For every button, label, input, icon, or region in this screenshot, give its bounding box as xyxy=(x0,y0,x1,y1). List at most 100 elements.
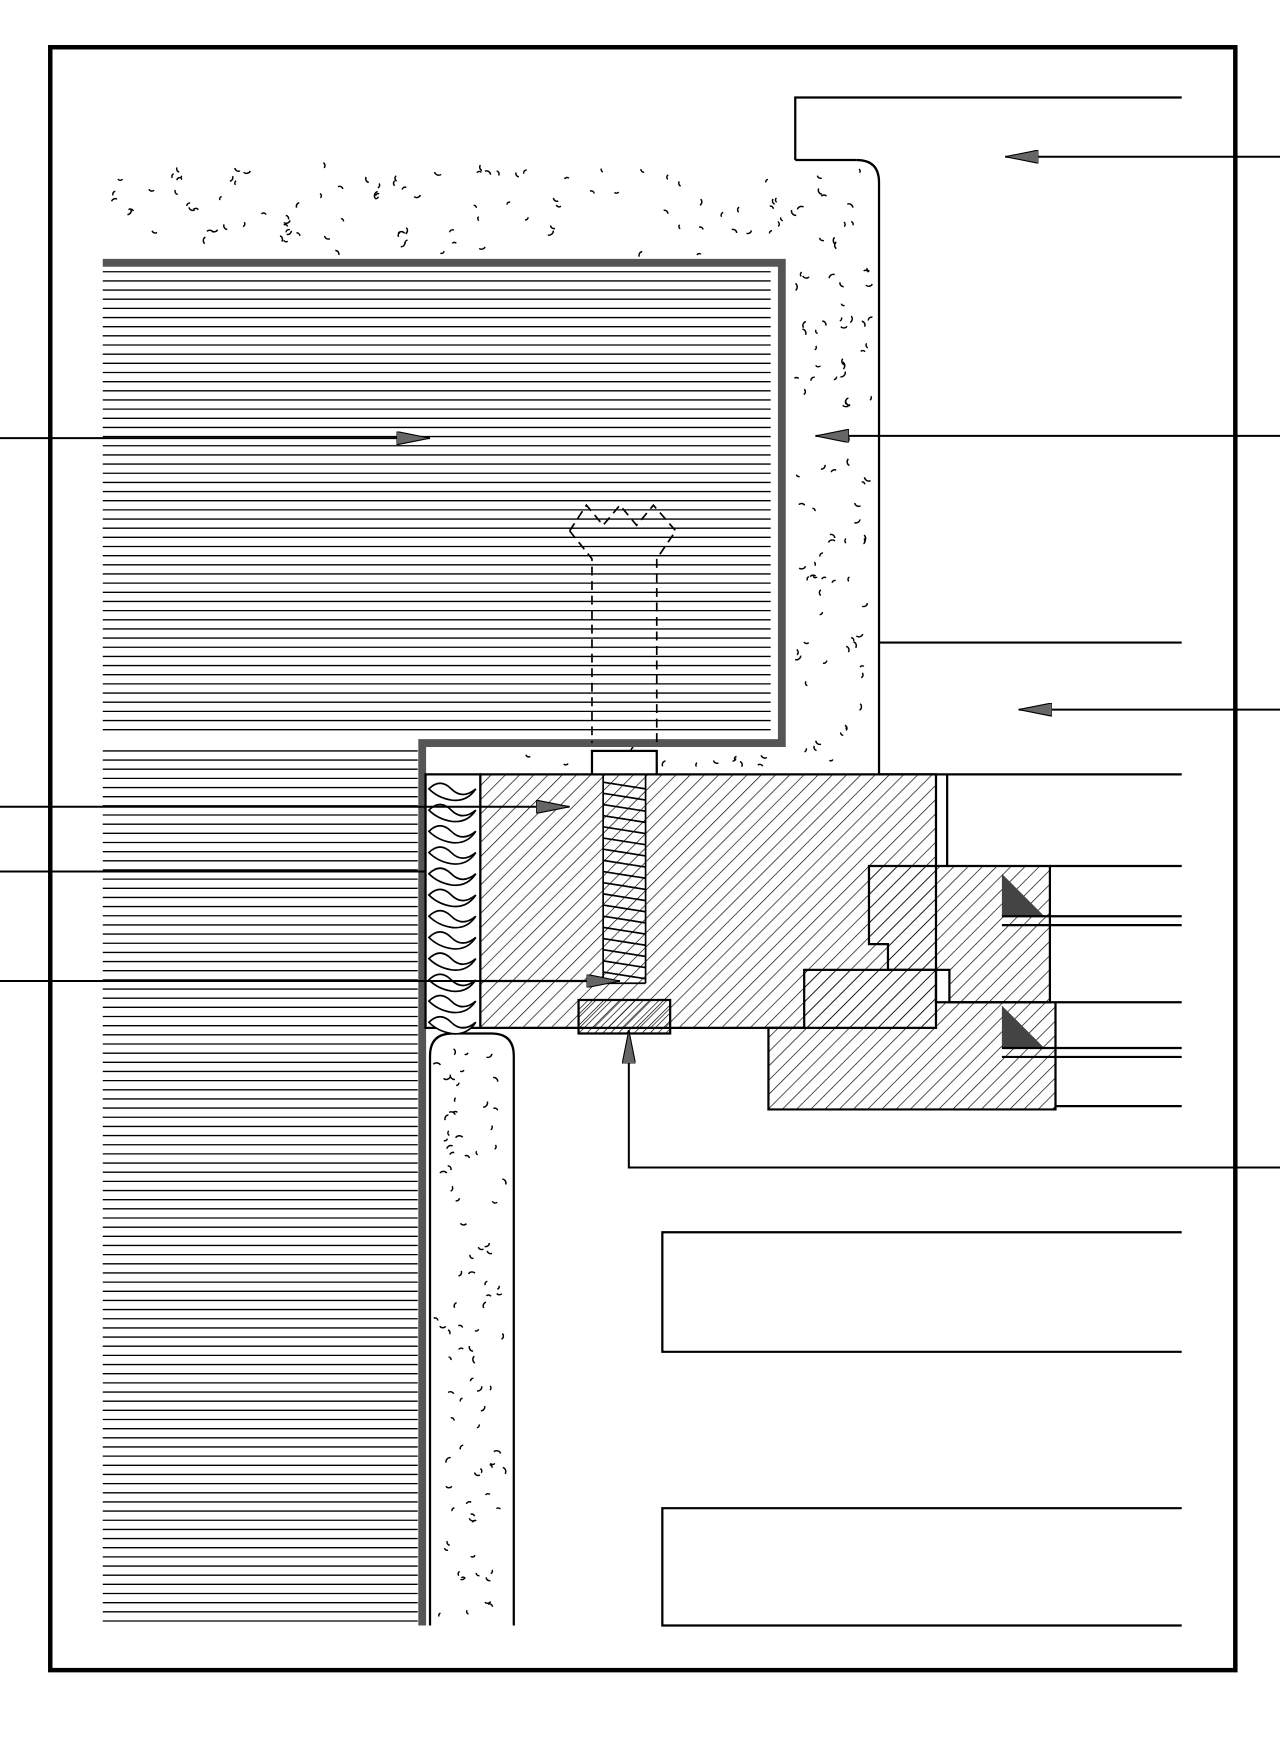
foam-speck xyxy=(493,1076,499,1082)
foam-speck xyxy=(822,660,828,664)
foam-speck xyxy=(844,397,849,405)
foam-speck xyxy=(496,1292,503,1296)
foam-speck xyxy=(860,672,864,679)
foam-speck xyxy=(476,1424,480,1429)
foam-speck xyxy=(833,376,838,381)
foam-speck xyxy=(736,206,740,213)
foam-speck xyxy=(796,205,804,210)
sealant-bulbs xyxy=(427,782,477,1035)
foam-speck xyxy=(846,203,854,208)
foam-speck xyxy=(477,1246,484,1251)
foam-speck xyxy=(859,703,863,711)
foam-speck xyxy=(478,246,486,250)
foam-speck xyxy=(479,1468,483,1474)
foam-speck xyxy=(475,1572,480,1577)
foam-speck xyxy=(490,1125,493,1131)
foam-speck xyxy=(440,250,445,255)
foam-speck xyxy=(438,1612,441,1617)
foam-speck xyxy=(853,641,857,649)
foam-speck xyxy=(816,175,822,179)
foam-speck xyxy=(453,1301,457,1309)
foam-speck xyxy=(833,241,837,250)
foam-speck xyxy=(337,185,344,190)
foam-texture xyxy=(110,162,873,775)
foam-speck xyxy=(794,282,798,291)
foam-speck xyxy=(799,271,803,277)
foam-speck xyxy=(760,754,768,759)
foam-speck xyxy=(806,575,810,581)
foam-speck xyxy=(482,1301,487,1309)
lower-profile-1 xyxy=(661,1231,1182,1353)
sealant-bulb xyxy=(427,888,477,908)
foam-speck xyxy=(319,192,323,199)
foam-speck xyxy=(502,1466,507,1475)
foam-speck xyxy=(433,171,442,176)
foam-speck xyxy=(698,226,704,230)
foam-speck xyxy=(484,1242,491,1248)
foam-speck xyxy=(456,1082,460,1087)
foam-speck xyxy=(842,361,846,370)
foam-speck xyxy=(802,320,807,329)
foam-speck xyxy=(867,316,873,321)
foam-speck xyxy=(445,1485,453,1489)
foam-speck xyxy=(459,1222,467,1226)
foam-speck xyxy=(863,477,871,482)
anchor-plate xyxy=(577,998,672,1035)
foam-speck xyxy=(457,1324,464,1328)
foam-speck xyxy=(497,1285,500,1290)
foam-speck xyxy=(733,755,737,760)
screw-thread xyxy=(603,792,646,801)
foam-speck xyxy=(448,229,455,233)
foam-speck xyxy=(211,229,219,233)
foam-speck xyxy=(814,345,818,351)
foam-speck xyxy=(827,539,836,543)
foam-speck xyxy=(739,760,743,768)
foam-speck xyxy=(850,636,855,642)
foam-speck xyxy=(839,732,844,736)
foam-speck xyxy=(373,190,379,199)
foam-speck xyxy=(863,534,867,543)
foam-speck xyxy=(473,1472,481,1477)
screw-thread xyxy=(603,915,646,924)
foam-speck xyxy=(842,403,851,408)
foam-speck xyxy=(661,760,666,767)
foam-speck xyxy=(844,538,847,544)
foam-speck xyxy=(188,207,196,212)
foam-speck xyxy=(525,754,531,758)
foam-speck xyxy=(392,180,396,187)
foam-speck xyxy=(482,1101,489,1108)
foam-speck xyxy=(460,1576,466,1579)
foam-speck xyxy=(847,576,850,582)
sealant-bulb xyxy=(427,909,477,929)
foam-layer-lower xyxy=(428,1032,515,1626)
foam-speck xyxy=(478,164,483,172)
glass-lines xyxy=(794,96,1182,1108)
foam-speck xyxy=(480,1405,486,1412)
foam-speck xyxy=(506,201,511,205)
screw-thread xyxy=(603,971,646,980)
foam-speck xyxy=(802,275,810,279)
sealant-bulb xyxy=(427,846,477,865)
foam-speck xyxy=(515,172,520,178)
foam-speck xyxy=(485,1294,492,1297)
foam-speck xyxy=(818,589,822,597)
foam-speck xyxy=(757,763,764,767)
foam-speck xyxy=(815,364,821,368)
foam-speck xyxy=(779,217,784,222)
foam-speck xyxy=(487,1603,494,1607)
foam-speck xyxy=(286,230,293,236)
foam-speck xyxy=(850,220,854,226)
foam-speck xyxy=(555,204,562,208)
foam-speck xyxy=(432,1062,442,1066)
foam-speck xyxy=(296,232,301,237)
foam-speck xyxy=(400,242,406,248)
foam-speck xyxy=(458,1270,463,1277)
sealant-bulb xyxy=(427,1015,477,1035)
foam-speck xyxy=(798,565,807,570)
sealant-bulb xyxy=(427,803,477,823)
foam-speck xyxy=(364,176,370,184)
foam-speck xyxy=(496,170,500,176)
foam-speck xyxy=(485,1492,491,1496)
glazing-frame-lower xyxy=(767,968,1057,1111)
